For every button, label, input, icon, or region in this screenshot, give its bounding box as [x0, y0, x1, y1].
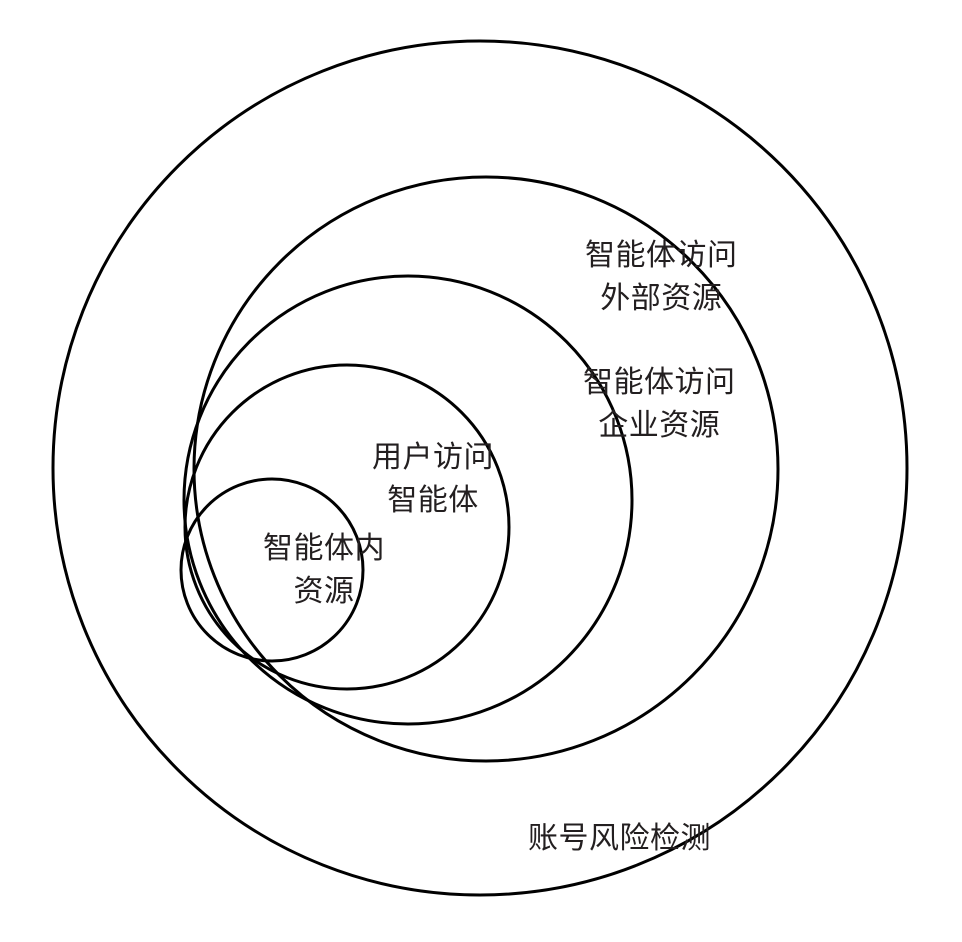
label-agent-external-resource: 智能体访问外部资源 — [585, 235, 738, 320]
label-agent-enterprise-resource-line-1: 智能体访问 — [583, 365, 736, 400]
ring-agent-enterprise-resource — [182, 274, 634, 726]
label-user-access-agent-line-2: 智能体 — [387, 482, 479, 518]
label-account-risk-detection-line-1: 账号风险检测 — [528, 821, 711, 856]
label-agent-internal-resource: 智能体内资源 — [263, 528, 385, 613]
label-agent-external-resource-line-2: 外部资源 — [600, 280, 723, 316]
ring-account-risk — [51, 39, 909, 897]
ring-agent-external-resource — [192, 175, 780, 763]
label-account-risk-detection: 账号风险检测 — [528, 818, 711, 861]
label-user-access-agent: 用户访问智能体 — [372, 437, 494, 522]
label-agent-internal-resource-line-1: 智能体内 — [263, 531, 385, 566]
label-agent-external-resource-line-1: 智能体访问 — [585, 238, 738, 273]
ring-agent-internal-resource — [179, 477, 365, 663]
label-agent-internal-resource-line-2: 资源 — [293, 573, 355, 609]
label-agent-enterprise-resource: 智能体访问企业资源 — [583, 362, 736, 447]
ring-user-access-agent — [183, 363, 511, 691]
label-user-access-agent-line-1: 用户访问 — [372, 440, 494, 475]
label-agent-enterprise-resource-line-2: 企业资源 — [598, 407, 721, 443]
